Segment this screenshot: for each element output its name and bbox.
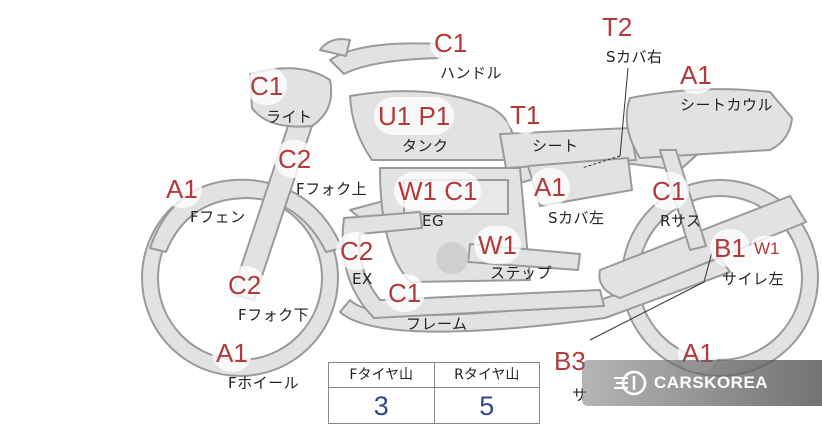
part-label-side-cover-left: Sカバ左 <box>548 209 605 227</box>
part-label-engine: EG <box>422 212 445 230</box>
carskorea-watermark: CARSKOREA <box>582 360 822 406</box>
part-label-front-fork-lower: Fフォク下 <box>238 306 310 324</box>
grade-badge-front-fender: A1 <box>162 170 202 208</box>
seat-shape <box>499 127 637 169</box>
front-tread-value: 3 <box>373 391 389 421</box>
part-label-frame: フレーム <box>406 315 468 333</box>
grade-badge-side-cover-right: T2 <box>598 8 637 46</box>
rear-tread-header: Rタイヤ山 <box>433 363 540 387</box>
part-label-exhaust: EX <box>352 270 373 288</box>
part-label-muffler-left: サイレ左 <box>722 270 785 288</box>
rear-tread-value: 5 <box>433 388 540 424</box>
grade-badge-front-fork-lower: C2 <box>224 266 266 304</box>
grade-badge-front-wheel: A1 <box>212 334 252 372</box>
grade-badge-step: W1 <box>474 226 521 264</box>
part-label-front-fender: Fフェン <box>190 208 246 226</box>
grade-badge-exhaust: C2 <box>336 232 378 270</box>
part-label-front-wheel: Fホイール <box>228 374 300 392</box>
grade-badge-side-cover-left: A1 <box>530 168 570 206</box>
tire-tread-table: Fタイヤ山 Rタイヤ山 3 5 <box>328 362 540 424</box>
part-label-side-cover-right: Sカバ右 <box>606 48 663 66</box>
grade-badge-front-fork-upper: C2 <box>274 140 316 178</box>
part-label-seat-cowl: シートカウル <box>680 96 774 114</box>
grade-badge-light: C1 <box>246 67 288 105</box>
watermark-text: CARSKOREA <box>654 373 769 392</box>
front-tread-header: Fタイヤ山 <box>349 367 414 383</box>
grade-badge-handle: C1 <box>430 24 472 62</box>
grade-badge-muffler-left-extra: W1 <box>750 236 784 262</box>
part-label-step: ステップ <box>490 264 553 282</box>
part-label-handle: ハンドル <box>440 64 503 82</box>
grade-badge-tank: U1 P1 <box>374 97 455 135</box>
part-label-light: ライト <box>266 108 313 126</box>
grade-badge-seat-cowl: A1 <box>676 56 716 94</box>
part-label-tank: タンク <box>402 137 449 155</box>
part-label-seat: シート <box>532 137 579 155</box>
carskorea-logo-icon <box>614 370 647 396</box>
grade-badge-rear-suspension: C1 <box>648 172 690 210</box>
grade-badge-muffler-left: B1 <box>710 229 750 267</box>
grade-badge-seat: T1 <box>506 96 545 134</box>
part-label-front-fork-upper: Fフォク上 <box>296 180 368 198</box>
grade-badge-frame: C1 <box>384 274 426 312</box>
grade-badge-engine: W1 C1 <box>394 172 482 210</box>
part-label-rear-suspension: Rサス <box>660 212 702 230</box>
